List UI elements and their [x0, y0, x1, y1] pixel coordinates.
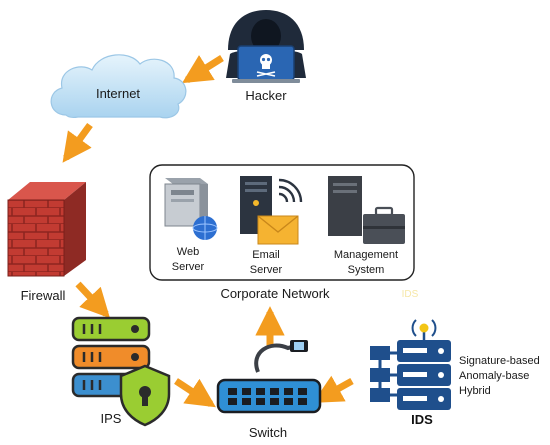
web-server-line2: Server	[172, 261, 205, 273]
arrow-firewall-to-ips	[75, 281, 111, 319]
email-server-icon	[240, 176, 303, 245]
ids-method-anomaly: Anomaly-base	[459, 370, 529, 382]
ids-watermark: IDS	[402, 289, 419, 300]
arrow-ips-to-switch	[174, 378, 216, 408]
shield-lock-icon	[119, 364, 171, 427]
email-server-line1: Email	[252, 249, 280, 261]
firewall-label: Firewall	[21, 288, 66, 303]
web-server-line1: Web	[177, 246, 199, 258]
ids-method-hybrid: Hybrid	[459, 385, 491, 397]
ids-method-signature: Signature-based	[459, 355, 540, 367]
hacker-label: Hacker	[245, 88, 287, 103]
ids-server-icon	[370, 319, 451, 410]
management-system-line1: Management	[334, 249, 398, 261]
network-switch-icon	[216, 340, 322, 414]
management-system-icon	[328, 176, 405, 244]
internet-label: Internet	[96, 86, 140, 101]
connection-arrows	[62, 55, 354, 408]
corporate-network-label: Corporate Network	[220, 286, 330, 301]
arrow-ids-to-switch	[312, 375, 354, 404]
arrow-internet-to-firewall	[62, 122, 93, 163]
ids-methods-list: Signature-based Anomaly-base Hybrid	[459, 355, 540, 397]
email-server-line2: Server	[250, 264, 283, 276]
hacker-icon	[226, 10, 306, 83]
ids-label: IDS	[411, 412, 433, 427]
web-server-icon	[164, 178, 218, 240]
firewall-icon	[7, 182, 86, 277]
cloud-icon	[50, 54, 187, 119]
arrow-hacker-to-internet	[182, 55, 224, 84]
switch-label: Switch	[249, 425, 287, 440]
ips-label: IPS	[101, 411, 122, 426]
management-system-line2: System	[348, 264, 385, 276]
